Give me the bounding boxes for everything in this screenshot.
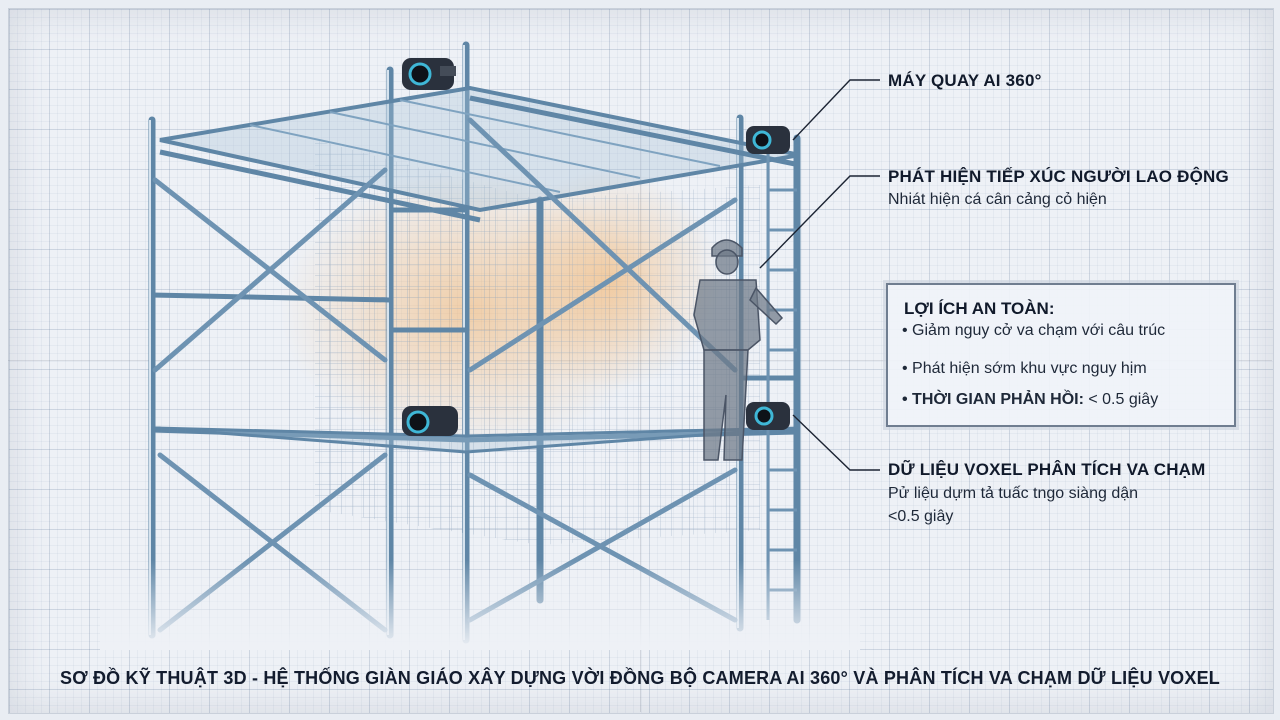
contact-callout-title: PHÁT HIỆN TIẾP XÚC NGƯỜI LAO ĐỘNG (888, 167, 1229, 186)
ai-camera-middle (402, 406, 458, 436)
ai-camera-top (402, 58, 456, 90)
voxel-callout-subtitle-line2: <0.5 giây (888, 508, 954, 525)
ai-camera-right-middle (746, 402, 790, 430)
callout-leaders (759, 79, 880, 471)
response-time-value: < 0.5 giây (1083, 391, 1159, 408)
voxel-callout-subtitle-line1: Pử liệu dựm tả tuấc tngo siàng dận (888, 485, 1139, 502)
response-time-label: • THỜI GIAN PHẢN HỒI: (902, 391, 1084, 408)
worker-figure (693, 239, 784, 461)
camera-callout-title: MÁY QUAY AI 360° (888, 71, 1042, 90)
ai-camera-right-top (746, 126, 790, 154)
diagram-caption: SƠ ĐỒ KỸ THUẬT 3D - HỆ THỐNG GIÀN GIÁO X… (60, 668, 1220, 688)
safety-benefit-item: • Phát hiện sớm khu vực nguy hịm (902, 360, 1147, 377)
response-time-item: • THỜI GIAN PHẢN HỒI: < 0.5 giây (902, 391, 1158, 409)
ladder (766, 150, 797, 620)
voxel-callout-title: DỮ LIỆU VOXEL PHÂN TÍCH VA CHẠM (888, 460, 1206, 479)
safety-benefit-item: • Giảm nguy cở va chạm với câu trúc (902, 322, 1166, 339)
top-deck (159, 85, 801, 223)
ground-fade (100, 560, 860, 650)
safety-benefits-title: LỢI ÍCH AN TOÀN: (904, 299, 1055, 318)
contact-callout-subtitle: Nhiát hiện cá cân cảng cỏ hiện (888, 191, 1107, 208)
safety-benefits-box: LỢI ÍCH AN TOÀN: • Giảm nguy cở va chạm … (886, 283, 1236, 427)
middle-deck (154, 426, 801, 454)
